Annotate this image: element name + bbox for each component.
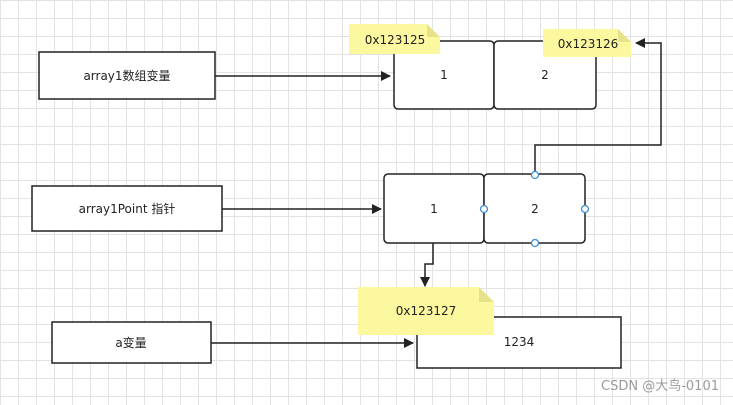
array1point-box (31, 185, 223, 232)
watermark: CSDN @大鸟-0101 (601, 378, 719, 394)
handle-right (580, 204, 590, 214)
note-addr-2-label: 0x123126 (558, 37, 619, 51)
a-var-label: a变量 (115, 335, 146, 350)
note-fold-1 (427, 24, 440, 37)
array1point-label: array1Point 指针 (79, 201, 176, 216)
note-addr-3-label: 0x123127 (396, 304, 457, 318)
array1-var-box (38, 51, 216, 100)
note-addr-1 (349, 24, 440, 54)
handle-top (530, 170, 540, 180)
array1-var-label: array1数组变量 (83, 68, 170, 83)
note-fold-2 (618, 29, 631, 42)
a-var-box (51, 321, 212, 364)
note-addr-1-label: 0x123125 (365, 33, 426, 47)
point-cell-1-label: 1 (430, 202, 438, 216)
note-fold-3 (479, 287, 494, 302)
point-cell-2-label: 2 (531, 202, 539, 216)
note-addr-2 (543, 29, 631, 57)
a-value-label: 1234 (504, 335, 535, 349)
edge-point-cell1-to-a-value (420, 243, 434, 287)
handle-left (479, 204, 489, 214)
handle-bottom (530, 238, 540, 248)
edge-point-cell2-to-array1-cell2 (534, 38, 662, 175)
array1-cell-1-label: 1 (440, 68, 448, 82)
note-addr-3 (358, 287, 494, 335)
array1-cell-2-label: 2 (541, 68, 549, 82)
